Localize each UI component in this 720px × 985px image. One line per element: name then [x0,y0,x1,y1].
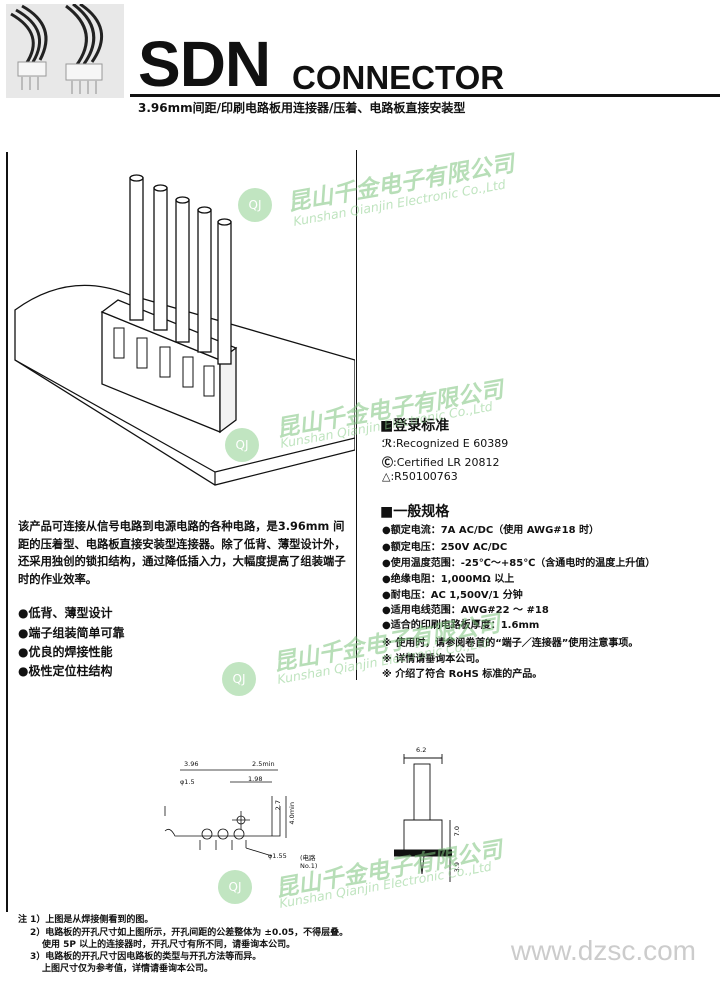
spec-item: ●耐电压：AC 1,500V/1 分钟 [382,590,523,601]
feature-item: ●优良的焊接性能 [18,645,113,659]
watermark-logo-icon: QJ [222,662,256,696]
feature-item: ●低背、薄型设计 [18,606,113,620]
dim-body-height: 7.0 [453,826,461,837]
cert-item-tuv: △:R50100763 [382,470,458,483]
dim-pin-label: (电路No.1) [300,854,318,870]
dim-offset: 1.98 [248,775,263,783]
title-sub: CONNECTOR [292,59,505,96]
spec-note: ※ 介绍了符合 RoHS 标准的产品。 [382,669,543,680]
middle-rule [356,150,357,680]
dim-min-height: 4.0min [288,802,296,825]
dim-pitch: 3.96 [184,760,199,768]
product-description: 该产品可连接从信号电路到电源电路的各种电路，是3.96mm 间距的压着型、电路板… [18,520,346,586]
csa-mark-icon: Ⓒ [382,456,393,469]
spec-item: ●适用电线范围：AWG#22 ～ #18 [382,605,549,616]
spec-item: ●使用温度范围：-25℃～+85℃（含通电时的温度上升值） [382,558,656,569]
spec-item: ●适合的印刷电路板厚度：1.6mm [382,620,540,631]
header-rule [130,94,720,97]
triangle-mark-icon: △ [382,470,391,483]
spec-item: ●额定电压：250V AC/DC [382,542,508,553]
pcb-hole-drawing: 3.96 2.5min φ1.5 1.98 2.7 4.0min φ1.55 (… [160,756,330,870]
side-profile-drawing: 6.2 7.0 3.9 [390,746,490,895]
left-rule [6,152,8,912]
product-photo [6,4,124,98]
connector-illustration [14,174,355,486]
spec-note: ※ 详情请垂询本公司。 [382,654,486,665]
dim-edge: 2.5min [252,760,275,768]
footnote: 2）电路板的开孔尺寸如上图所示，开孔间距的公差整体为 ±0.05，不得层叠。 [30,928,349,938]
footnote: 3）电路板的开孔尺寸因电路板的类型与开孔方法等而异。 [30,952,262,962]
subtitle: 3.96mm间距/印刷电路板用连接器/压着、电路板直接安装型 [138,101,466,115]
ul-mark-icon: ℛ [382,437,393,450]
footnote: 注 1）上图是从焊接侧看到的图。 [18,915,154,925]
feature-item: ●极性定位柱结构 [18,664,113,678]
dim-height: 2.7 [274,800,282,811]
specs-heading: ■一般规格 [380,504,450,520]
dim-width: 6.2 [416,746,427,754]
feature-item: ●端子组装简单可靠 [18,626,125,640]
footnote: 使用 5P 以上的连接器时，开孔尺寸有所不同，请垂询本公司。 [42,940,296,950]
site-watermark: www.dzsc.com [510,935,696,966]
cert-item-ul: ℛ:Recognized E 60389 [382,437,509,450]
spec-note: ※ 使用时，请参阅卷首的“端子／连接器”使用注意事项。 [382,638,639,649]
dim-hole-dia: φ1.5 [180,778,195,786]
title-main: SDN [138,28,271,100]
dim-pin-hole: φ1.55 [268,852,287,860]
spec-item: ●额定电流：7A AC/DC（使用 AWG#18 时） [382,525,600,536]
dim-pin-length: 3.9 [453,862,461,873]
spec-item: ●绝缘电阻：1,000MΩ 以上 [382,574,515,585]
footnote: 上图尺寸仅为参考值，详情请垂询本公司。 [42,964,214,974]
watermark-logo-icon: QJ [218,870,252,904]
registration-heading: ■登录标准 [380,418,450,434]
cert-item-csa: Ⓒ:Certified LR 20812 [382,456,500,469]
